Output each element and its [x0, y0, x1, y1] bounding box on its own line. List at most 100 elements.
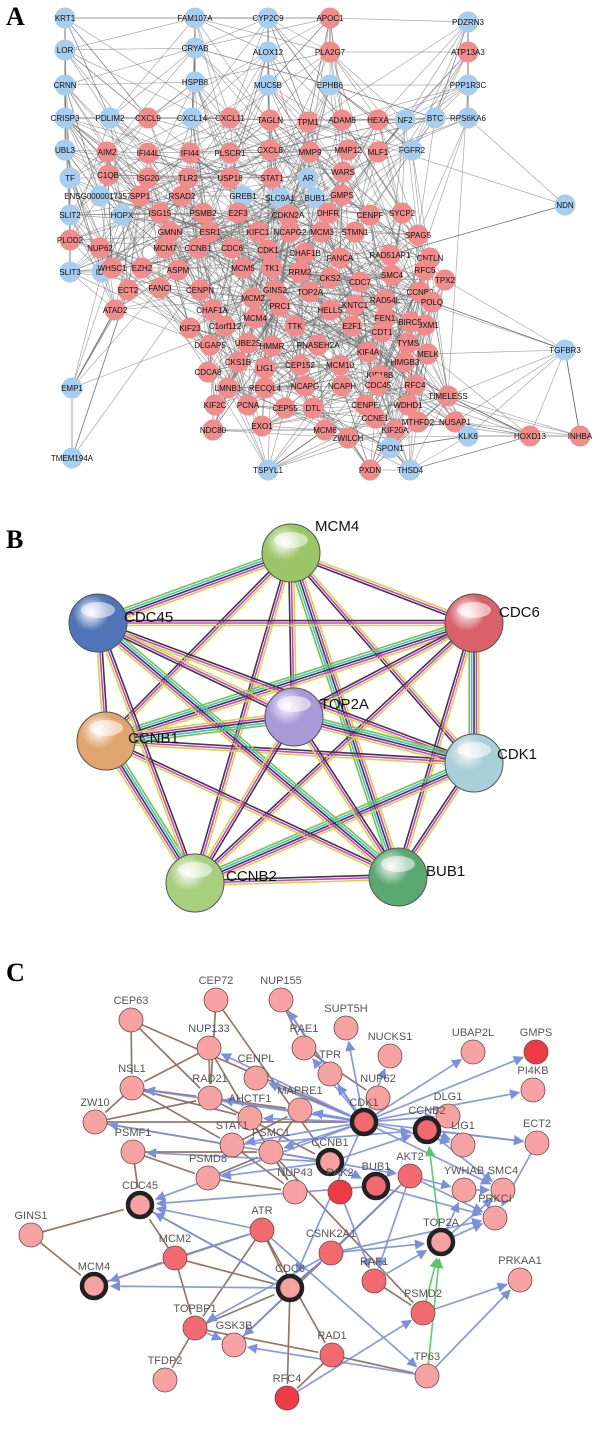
gene-node-rad54l: RAD54L — [370, 289, 401, 311]
edge — [111, 247, 199, 269]
protein-node-circle — [274, 1385, 300, 1411]
gene-label: CCNB1 — [184, 244, 212, 253]
coexpression-edge — [130, 1019, 201, 1089]
protein-node-circle — [460, 1039, 486, 1065]
sphere-highlight — [457, 742, 491, 758]
gene-label: DTL — [305, 404, 321, 413]
edge — [401, 119, 406, 214]
protein-node-circle — [268, 987, 294, 1013]
regulation-edge — [426, 1289, 511, 1377]
sphere-highlight — [89, 720, 123, 736]
gene-node-slit2: SLIT2 — [59, 204, 81, 226]
gene-label: CRNN — [53, 81, 76, 90]
edge — [377, 84, 469, 121]
coexpression-edge — [30, 1208, 124, 1236]
gene-label: KRT1 — [55, 14, 76, 23]
gene-node-circle — [111, 204, 133, 226]
gene-node-slit3: SLIT3 — [59, 261, 81, 283]
edge — [71, 287, 161, 389]
gene-node-circle — [364, 407, 386, 429]
interaction-edge — [106, 624, 475, 745]
gene-label: KIF20A — [382, 426, 409, 435]
protein-node-circle — [291, 1035, 317, 1061]
gene-node-circle — [244, 307, 266, 329]
interaction-edge — [292, 620, 474, 716]
interaction-edge — [293, 716, 399, 878]
gene-node-cep152: CEP152 — [285, 354, 315, 376]
edge — [199, 231, 323, 291]
protein-node-circle — [282, 1179, 308, 1205]
gene-node-aim2: AIM2 — [96, 141, 118, 163]
edge — [64, 49, 149, 154]
protein-node-cep63: CEP63 — [114, 995, 148, 1033]
protein-node-pak2: PAK2 — [326, 1167, 354, 1205]
interaction-edge — [293, 716, 475, 764]
gene-node-ncaph: NCAPH — [328, 375, 356, 397]
edge — [229, 17, 269, 119]
edge — [409, 234, 419, 323]
edge — [224, 291, 311, 327]
gene-node-circle — [97, 164, 119, 186]
gene-node-chaf1a: CHAF1A — [196, 299, 228, 321]
protein-label: LIG1 — [451, 1120, 475, 1132]
protein-node-gmps: GMPS — [520, 1027, 552, 1065]
gene-label: WARS — [331, 168, 355, 177]
gene-node-circle — [179, 142, 201, 164]
protein-node-mcm2: MCM2 — [159, 1233, 191, 1271]
gene-node-mcm3: MCM3 — [310, 221, 334, 243]
edge — [284, 277, 331, 409]
gene-label: STAT1 — [260, 174, 284, 183]
protein-label: BUB1 — [426, 863, 465, 880]
gene-node-ensg00000173575: ENSG00000173575 — [64, 185, 136, 207]
protein-label: RAD1 — [317, 1330, 346, 1342]
protein-node-circle — [287, 1097, 313, 1123]
edge — [269, 119, 371, 216]
edge — [64, 49, 111, 119]
protein-node-mcm4: MCM4 — [78, 1261, 110, 1301]
gene-node-circle — [294, 242, 316, 264]
gene-label: TGFBR3 — [549, 346, 581, 355]
gene-label: KLK6 — [458, 432, 478, 441]
protein-node-ywhab: YWHAB — [444, 1165, 484, 1203]
gene-node-circle — [257, 459, 279, 481]
regulation-edge — [206, 1252, 332, 1322]
gene-label: CDC45 — [365, 381, 392, 390]
protein-node-ccnb2: CCNB2 — [408, 1105, 446, 1145]
edge — [164, 247, 191, 329]
protein-label: MCM2 — [159, 1233, 191, 1245]
protein-label: CDC6 — [275, 1263, 305, 1275]
edge — [359, 281, 409, 406]
gene-node-fanci: FANCI — [148, 277, 172, 299]
regulation-edge — [154, 1121, 365, 1201]
protein-node-circle — [450, 1132, 476, 1158]
edge — [267, 84, 273, 179]
gene-node-lig1: LIG1 — [254, 357, 276, 379]
interaction-edge — [94, 626, 396, 882]
gene-node-circle — [257, 7, 279, 29]
gene-node-atp13a3: ATP13A3 — [451, 41, 485, 63]
gene-label: SYCP2 — [389, 209, 416, 218]
gene-node-ifi44: IFI44 — [179, 142, 201, 164]
protein-node-circle — [243, 1065, 269, 1091]
gene-node-ephb6: EPHB6 — [317, 74, 344, 96]
edge — [194, 81, 204, 214]
gene-label: NF2 — [397, 116, 413, 125]
edge — [211, 121, 309, 311]
gene-label: NCAPH — [328, 382, 356, 391]
protein-node-circle — [18, 1222, 44, 1248]
edge — [267, 84, 379, 153]
gene-node-circle — [197, 361, 219, 383]
gene-node-circle — [379, 437, 401, 459]
gene-label: RFC4 — [405, 381, 426, 390]
gene-label: IFI44L — [137, 149, 160, 158]
protein-node-circle — [435, 1103, 461, 1129]
interaction-edge — [97, 552, 292, 624]
gene-node-circle — [569, 425, 591, 447]
edge — [467, 117, 566, 206]
gene-label: UBE2S — [235, 339, 261, 348]
gene-label: C1orf112 — [209, 322, 242, 331]
edge — [191, 17, 269, 119]
gene-label: E2F3 — [228, 209, 248, 218]
protein-node-psmd8: PSMD8 — [189, 1153, 227, 1191]
protein-node-top2a: TOP2A — [423, 1217, 460, 1257]
